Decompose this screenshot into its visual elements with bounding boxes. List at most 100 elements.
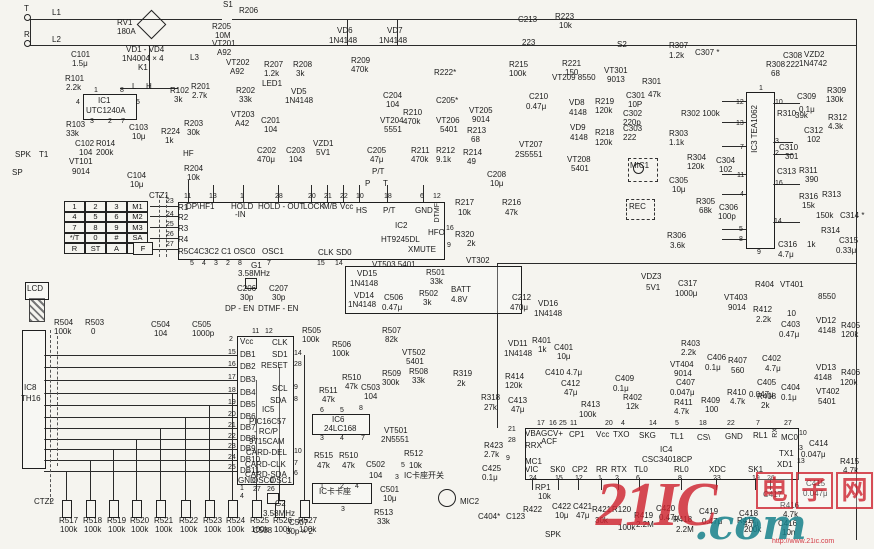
component-label: SKG <box>639 431 656 440</box>
component-label: 17 <box>228 374 236 381</box>
component-label: CARD-SDA <box>245 470 287 479</box>
wire <box>185 417 186 505</box>
component-label: 2 <box>615 475 619 482</box>
component-label: C505 <box>192 320 212 329</box>
component-label: 4148 <box>814 373 832 382</box>
component-label: TL1 <box>670 432 684 441</box>
component-label: C205 <box>367 146 387 155</box>
component-label: C401 <box>554 343 574 352</box>
component-label: 5V1 <box>316 148 331 157</box>
component-label: R221 <box>562 59 582 68</box>
component-label: 47μ <box>576 511 590 520</box>
component-label: C102 <box>75 139 95 148</box>
component-label: C307 * <box>695 48 720 57</box>
component-label: 120k <box>687 162 705 171</box>
component-label: 5 <box>401 462 405 469</box>
component-label: 2.2M <box>676 525 694 534</box>
component-label: C422 <box>552 502 572 511</box>
component-label: 5V1 <box>646 283 661 292</box>
component-label: 27 <box>784 420 792 427</box>
component-label: 120k <box>505 381 523 390</box>
wire <box>150 227 178 228</box>
component-label: 1k <box>807 240 816 249</box>
component-label: 5 <box>675 420 679 427</box>
keypad-key: 6 <box>106 211 127 222</box>
watermark-cn-char: 网 <box>836 472 873 509</box>
component-label: 14 <box>774 218 782 225</box>
component-label: RX <box>772 428 779 438</box>
component-label: 30p × 2 <box>286 527 313 536</box>
component-label: 9 <box>447 242 451 249</box>
keypad-key: 5 <box>85 211 106 222</box>
wire <box>150 216 178 217</box>
component-label: DB2 <box>240 362 256 371</box>
component-label: C417 <box>763 490 783 499</box>
wire <box>160 428 161 505</box>
component-label: VT209 8550 <box>552 73 596 82</box>
component-label: SK1 <box>748 465 764 474</box>
component-label: G1 <box>251 261 262 270</box>
component-label: 16 <box>446 225 454 232</box>
component-label: 10k <box>187 173 200 182</box>
wire <box>311 185 312 202</box>
component-label: 23 <box>228 443 236 450</box>
component-label: 470k <box>351 65 369 74</box>
component-label: CARD-DEL <box>246 448 287 457</box>
component-label: R517 <box>59 516 79 525</box>
component-label: VT101 <box>69 157 93 166</box>
component-label: C404* <box>478 512 501 521</box>
component-label: HOLD <box>231 202 254 211</box>
component-label: 1N4148 <box>348 300 377 309</box>
wire <box>113 449 114 505</box>
component-label: RL0 <box>674 465 689 474</box>
wire <box>90 460 91 505</box>
component-label: MIC2 <box>460 497 480 506</box>
component-label: C205* <box>436 96 459 105</box>
component-label: 0.47μ <box>702 517 723 526</box>
component-label: 100k <box>204 525 222 534</box>
wire <box>327 185 328 202</box>
component-label: RL1 <box>753 431 768 440</box>
component-label: R509 <box>382 369 402 378</box>
wire <box>722 101 746 102</box>
wire <box>30 45 856 46</box>
component-label: 104 <box>289 155 303 164</box>
wire <box>256 380 257 505</box>
component-label: S2 <box>617 40 627 49</box>
component-label: P/T <box>372 167 385 176</box>
component-label: 4.3k <box>828 122 844 131</box>
component-label: 11 <box>570 420 578 427</box>
component-label: Vcc <box>240 337 254 346</box>
component-label: 2.2k <box>66 83 82 92</box>
component-label: 2 <box>775 150 779 157</box>
component-label: 8 <box>678 475 682 482</box>
component-label: 4148 <box>569 108 587 117</box>
component-label: R3 <box>178 224 189 233</box>
watermark-url: http://www.21ic.com <box>772 538 835 545</box>
component-label: TXO <box>613 430 630 439</box>
component-label: 14 <box>335 260 343 267</box>
component-label: SD0 <box>336 248 352 257</box>
component-label: 24 <box>228 454 236 461</box>
component-label: 68 <box>771 69 780 78</box>
component-label: C419 <box>699 507 719 516</box>
component-label: VT403 <box>724 293 748 302</box>
component-label: 27 <box>253 486 261 493</box>
component-label: 10P <box>628 100 643 109</box>
dashed-connector-line <box>50 330 51 502</box>
component-label: C301 <box>626 91 646 100</box>
component-label: 24LC168 <box>324 424 357 433</box>
component-label: 100k <box>84 525 102 534</box>
component-label: C204 <box>383 91 403 100</box>
component-label: GND <box>725 432 743 441</box>
component-label: 1 <box>240 193 244 200</box>
component-label: 26 <box>767 475 775 482</box>
component-label: TL0 <box>634 465 648 474</box>
component-label: DB4 <box>240 388 256 397</box>
component-label: VT302 <box>466 256 490 265</box>
component-label: UTC1240A <box>86 106 126 115</box>
component-label: R527 <box>298 516 318 525</box>
component-label: 100k <box>108 525 126 534</box>
component-label: 104 <box>369 471 383 480</box>
